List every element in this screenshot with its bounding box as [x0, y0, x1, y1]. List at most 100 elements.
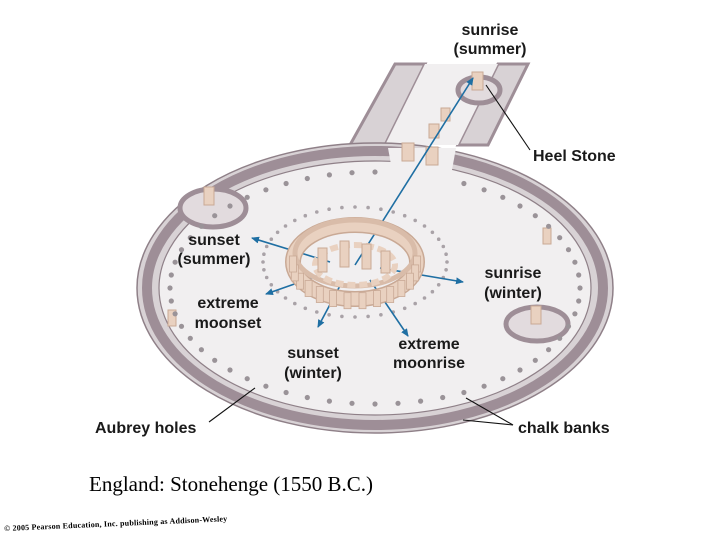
hole-dot	[517, 203, 523, 209]
hole-dot	[576, 272, 582, 278]
hole-dot	[264, 244, 269, 249]
label-sunrise-summer-1: sunrise	[462, 22, 519, 39]
leader-chalk-bank-inner	[462, 419, 514, 426]
label-sunset-summer-1: sunset	[188, 232, 240, 249]
hole-dot	[565, 323, 572, 329]
hole-dot	[379, 313, 383, 317]
hole-dot	[481, 187, 487, 193]
hole-dot	[577, 285, 583, 291]
hole-dot	[212, 213, 218, 219]
hole-dot	[402, 213, 407, 218]
hole-dot	[283, 180, 289, 187]
label-sunrise-winter-2: (winter)	[484, 285, 542, 302]
hole-dot	[326, 172, 332, 178]
hole-dot	[441, 244, 446, 249]
hole-dot	[349, 170, 355, 176]
label-chalk-banks: chalk banks	[518, 420, 610, 437]
hole-dot	[326, 398, 332, 404]
sarsen-stone	[304, 280, 313, 297]
hole-dot	[262, 252, 266, 256]
leader-heel-stone	[485, 84, 531, 151]
hole-dot	[481, 383, 487, 389]
label-heel-stone: Heel Stone	[533, 148, 616, 165]
hole-dot	[275, 230, 280, 235]
hole-dot	[532, 357, 538, 363]
sarsen-stone	[343, 292, 352, 310]
hole-dot	[187, 235, 193, 241]
label-extreme-moonrise-1: extreme	[398, 336, 459, 353]
hole-dot	[263, 187, 269, 193]
hole-dot	[391, 210, 396, 214]
hole-dot	[413, 218, 418, 223]
leader-lines	[208, 84, 531, 426]
aubrey-holes	[167, 169, 583, 407]
hole-dot	[366, 314, 370, 319]
hole-dot	[532, 213, 538, 219]
hole-dot	[227, 367, 233, 373]
hole-dot	[167, 285, 173, 291]
hole-dot	[187, 335, 193, 341]
label-sunset-winter-1: sunset	[287, 345, 339, 362]
hole-dot	[418, 398, 424, 404]
hole-dot	[244, 376, 250, 382]
hole-dot	[430, 230, 435, 235]
hole-dot	[444, 268, 448, 272]
hole-dot	[422, 224, 427, 228]
sarsen-stone	[405, 272, 414, 290]
hole-dot	[263, 383, 269, 389]
hole-dot	[304, 394, 310, 401]
hole-dot	[500, 194, 506, 200]
hole-dot	[303, 213, 308, 218]
hole-dot	[576, 298, 582, 304]
hole-dot	[227, 203, 233, 209]
hole-dot	[168, 272, 174, 278]
hole-dot	[444, 252, 448, 256]
hole-dot	[264, 275, 269, 280]
label-extreme-moonset-2: moonset	[195, 315, 262, 332]
label-extreme-moonset-1: extreme	[197, 295, 258, 312]
station-stone-e	[542, 227, 552, 245]
hole-dot	[572, 311, 578, 317]
labels: sunrise (summer) Heel Stone sunset (summ…	[95, 22, 616, 437]
hole-dot	[178, 247, 185, 253]
hole-dot	[517, 367, 523, 373]
hole-dot	[572, 259, 578, 265]
sarsen-stone	[397, 280, 406, 297]
hole-dot	[198, 347, 204, 353]
hole-dot	[440, 394, 446, 401]
sarsen-stone	[386, 286, 395, 303]
hole-dot	[283, 296, 288, 300]
hole-dot	[283, 224, 288, 228]
hole-dot	[557, 335, 563, 341]
trilithons	[317, 240, 391, 274]
leader-chalk-bank-outer	[465, 397, 514, 426]
hole-dot	[168, 298, 174, 304]
hole-dot	[269, 283, 274, 287]
hole-dot	[340, 205, 344, 210]
hole-dot	[461, 180, 467, 187]
hole-dot	[546, 223, 552, 229]
hole-dot	[372, 401, 378, 407]
hole-dot	[198, 223, 204, 229]
hole-dot	[244, 194, 250, 200]
hole-dot	[269, 237, 274, 241]
hole-dot	[315, 310, 319, 314]
hole-dot	[565, 247, 572, 253]
hole-dot	[340, 314, 344, 319]
sarsen-stone	[358, 292, 367, 310]
hole-dot	[172, 259, 178, 265]
hole-dot	[413, 301, 418, 306]
hole-dot	[327, 207, 331, 211]
hole-dot	[430, 289, 435, 294]
hole-dot	[546, 347, 552, 353]
station-mound-se	[503, 304, 571, 344]
figure-caption: England: Stonehenge (1550 B.C.)	[89, 472, 374, 496]
hole-dot	[349, 400, 355, 406]
station-stone-w	[167, 309, 177, 327]
hole-dot	[366, 205, 370, 210]
hole-dot	[379, 207, 383, 211]
hole-dot	[303, 306, 308, 311]
hole-dot	[557, 235, 563, 241]
hole-dot	[353, 315, 357, 319]
